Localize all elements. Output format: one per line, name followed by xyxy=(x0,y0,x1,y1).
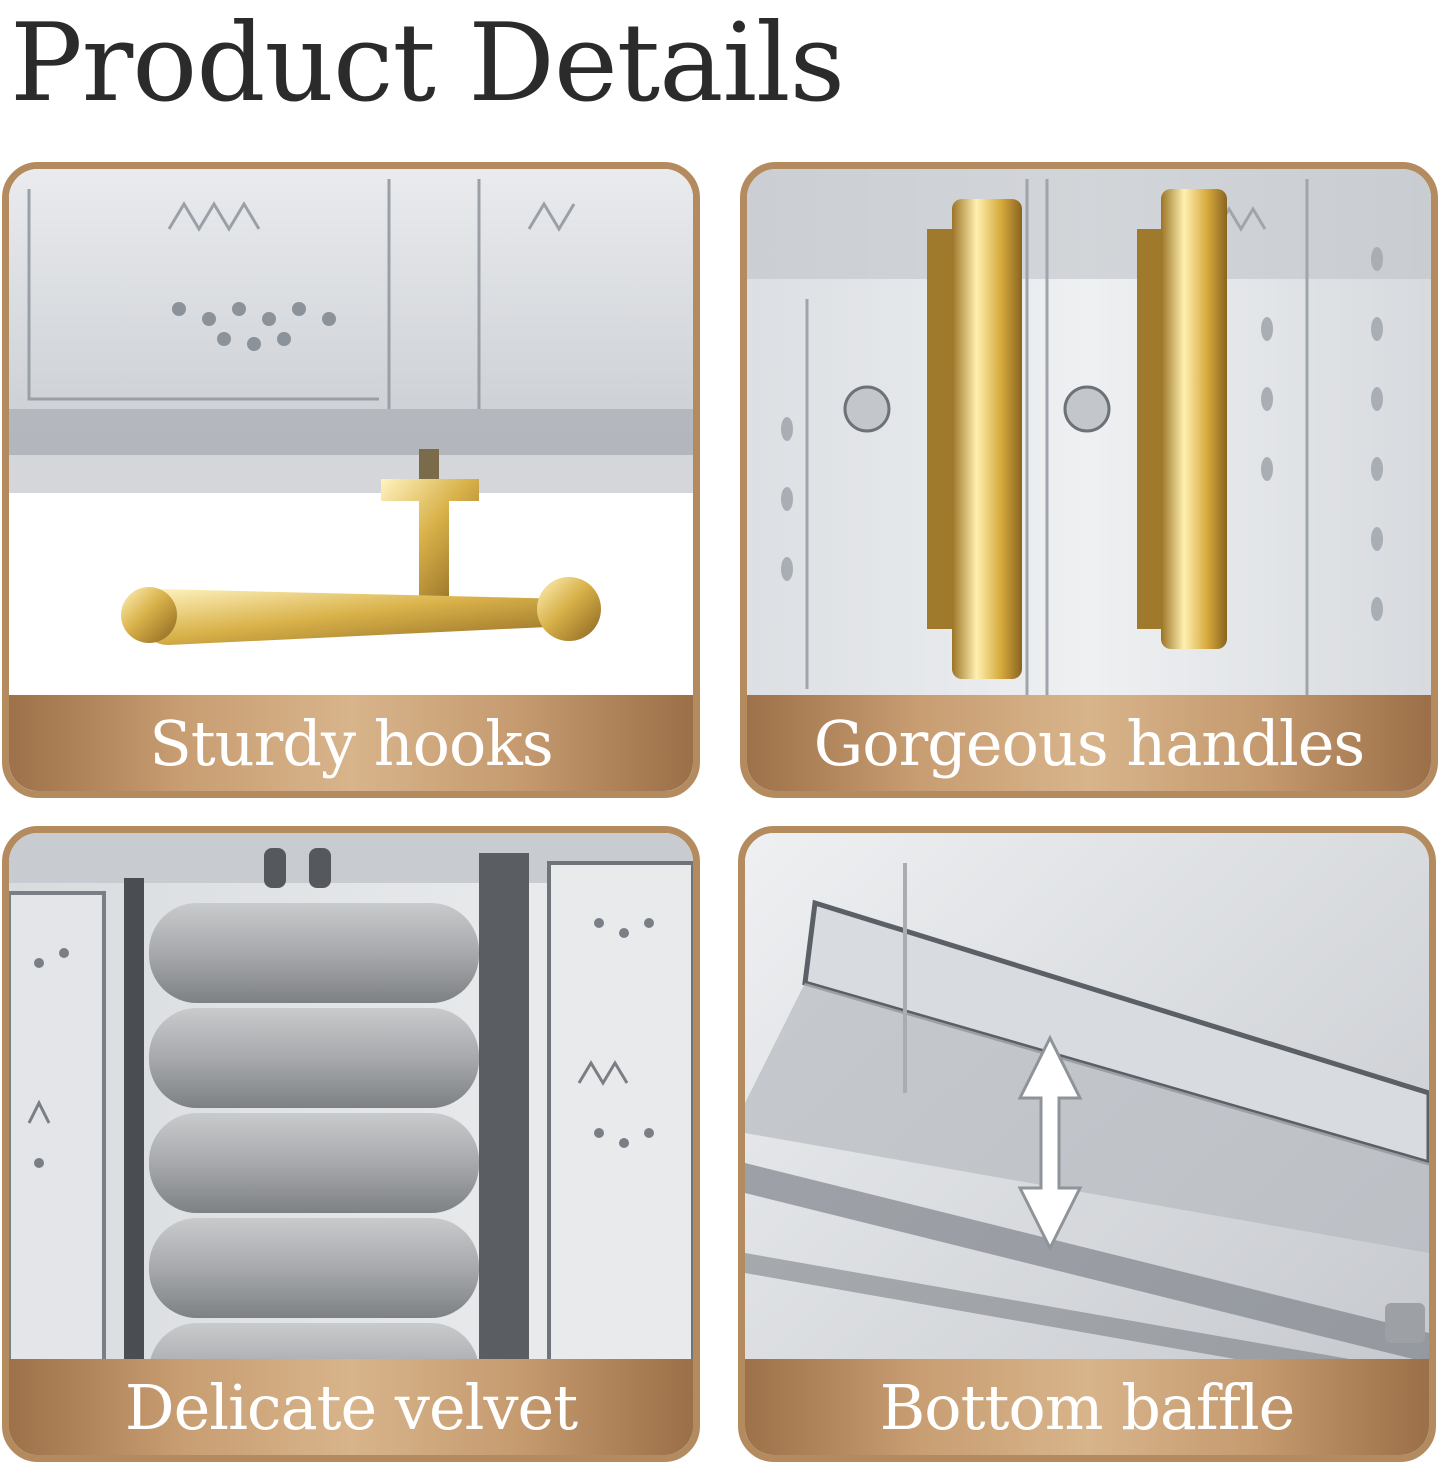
panel-delicate-velvet: Delicate velvet xyxy=(2,826,700,1462)
panel-sturdy-hooks: Sturdy hooks xyxy=(2,162,700,798)
gold-handle-icon xyxy=(747,169,1431,791)
page-title: Product Details xyxy=(10,1,845,126)
baffle-arrow-icon xyxy=(745,833,1429,1455)
panel-gorgeous-handles: Gorgeous handles xyxy=(740,162,1438,798)
panel-caption: Gorgeous handles xyxy=(813,706,1366,780)
gold-hook-icon xyxy=(9,169,693,791)
caption-band: Sturdy hooks xyxy=(9,695,693,791)
panel-bottom-baffle: Bottom baffle xyxy=(738,826,1436,1462)
caption-band: Bottom baffle xyxy=(745,1359,1429,1455)
up-down-arrow-icon xyxy=(1017,1034,1083,1252)
panel-caption: Bottom baffle xyxy=(879,1370,1296,1444)
caption-band: Delicate velvet xyxy=(9,1359,693,1455)
panel-caption: Delicate velvet xyxy=(124,1370,578,1444)
panel-caption: Sturdy hooks xyxy=(149,706,553,780)
caption-band: Gorgeous handles xyxy=(747,695,1431,791)
